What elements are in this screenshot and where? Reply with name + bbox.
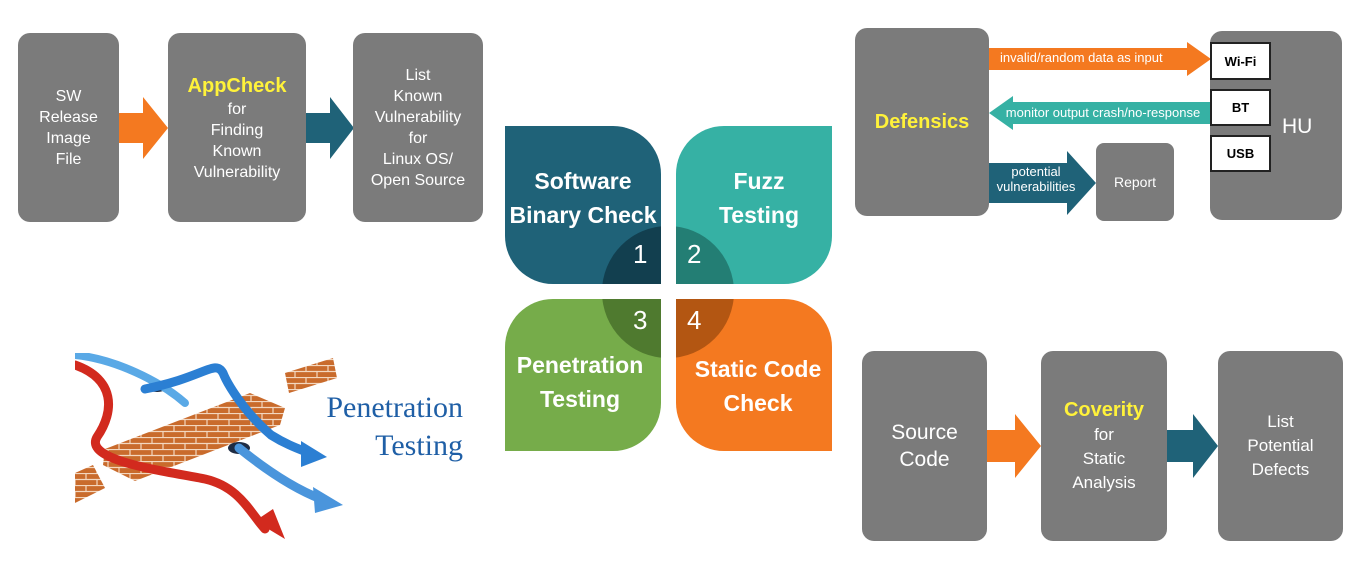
- q1-line-1: Software: [534, 168, 632, 194]
- defects-line-3: Defects: [1251, 460, 1310, 479]
- hu-label: HU: [1282, 115, 1313, 138]
- q3-line-1: Penetration: [516, 352, 644, 378]
- coverity-line-3: Analysis: [1072, 473, 1136, 492]
- known-line-1: List: [405, 66, 431, 84]
- defensics-box: Defensics: [855, 28, 989, 216]
- potential-label: potential vulnerabilities: [992, 164, 1080, 194]
- quadrant-4-number: 4: [687, 305, 702, 335]
- teal-arrow-2-icon: [1167, 414, 1218, 478]
- known-line-5: Linux OS/: [382, 150, 454, 168]
- quadrant-2-label: Fuzz Testing: [686, 164, 832, 232]
- appcheck-line-1: for: [227, 100, 247, 118]
- quadrant-1-label: Software Binary Check: [505, 164, 661, 232]
- defects-line-1: List: [1267, 412, 1294, 431]
- quadrant-4-label: Static Code Check: [684, 352, 832, 420]
- monitor-label: monitor output crash/no-response: [1005, 105, 1201, 120]
- coverity-line-2: Static: [1082, 449, 1126, 468]
- quadrant-2-number: 2: [687, 239, 702, 269]
- potential-line-1: potential: [1011, 164, 1061, 179]
- appcheck-line-3: Known: [212, 142, 262, 160]
- sw-line-4: File: [55, 150, 82, 168]
- penetration-testing-image: Penetration Testing: [75, 353, 471, 541]
- sw-line-2: Release: [39, 108, 98, 126]
- orange-arrow-icon: [119, 97, 168, 159]
- quadrant-3-number: 3: [633, 305, 648, 335]
- defensics-title: Defensics: [874, 111, 970, 133]
- pentest-caption-line-1: Penetration: [326, 391, 463, 424]
- source-line-1: Source: [891, 421, 958, 444]
- coverity-box: Coverity for Static Analysis: [1041, 351, 1167, 541]
- appcheck-line-4: Vulnerability: [193, 163, 281, 181]
- q1-line-2: Binary Check: [509, 202, 657, 228]
- known-line-3: Vulnerability: [374, 108, 462, 126]
- pentest-caption-line-2: Testing: [375, 429, 463, 462]
- known-line-2: Known: [393, 87, 443, 105]
- coverity-line-1: for: [1094, 425, 1114, 444]
- known-line-6: Open Source: [370, 171, 466, 189]
- q2-line-2: Testing: [718, 202, 800, 228]
- source-code-box: Source Code: [862, 351, 987, 541]
- input-label: invalid/random data as input: [1000, 50, 1163, 65]
- report-label: Report: [1113, 173, 1157, 190]
- source-line-2: Code: [899, 448, 950, 471]
- quadrant-shapes: [505, 126, 832, 451]
- sw-line-3: Image: [46, 129, 91, 147]
- bt-box: BT: [1210, 89, 1271, 126]
- appcheck-box: AppCheck for Finding Known Vulnerability: [168, 33, 306, 222]
- q2-line-1: Fuzz: [733, 168, 785, 194]
- monitor-arrow-icon: [989, 96, 1211, 130]
- known-vulnerability-box: List Known Vulnerability for Linux OS/ O…: [353, 33, 483, 222]
- q4-line-1: Static Code: [694, 356, 822, 382]
- q4-line-2: Check: [723, 390, 793, 416]
- appcheck-title: AppCheck: [187, 74, 287, 97]
- quadrant-3-label: Penetration Testing: [505, 348, 655, 416]
- potential-arrow-icon: [989, 151, 1096, 215]
- usb-box: USB: [1210, 135, 1271, 172]
- sw-release-image-box: SW Release Image File: [18, 33, 119, 222]
- input-arrow-icon: [989, 42, 1211, 76]
- wifi-box: Wi-Fi: [1210, 42, 1271, 80]
- report-box: Report: [1096, 143, 1174, 221]
- pentest-caption: Penetration Testing: [295, 389, 471, 465]
- coverity-title: Coverity: [1063, 399, 1145, 421]
- quadrant-1-shape: [505, 126, 661, 284]
- appcheck-line-2: Finding: [210, 121, 264, 139]
- known-line-4: for: [408, 129, 428, 147]
- potential-defects-box: List Potential Defects: [1218, 351, 1343, 541]
- q3-line-2: Testing: [539, 386, 621, 412]
- pentest-illustration: [75, 353, 343, 539]
- quadrant-2-shape: [676, 126, 832, 284]
- teal-arrow-icon: [306, 97, 354, 159]
- potential-line-2: vulnerabilities: [996, 179, 1076, 194]
- orange-arrow-2-icon: [987, 414, 1041, 478]
- sw-line-1: SW: [55, 87, 82, 105]
- quadrant-1-number: 1: [633, 239, 648, 269]
- defects-line-2: Potential: [1247, 436, 1314, 455]
